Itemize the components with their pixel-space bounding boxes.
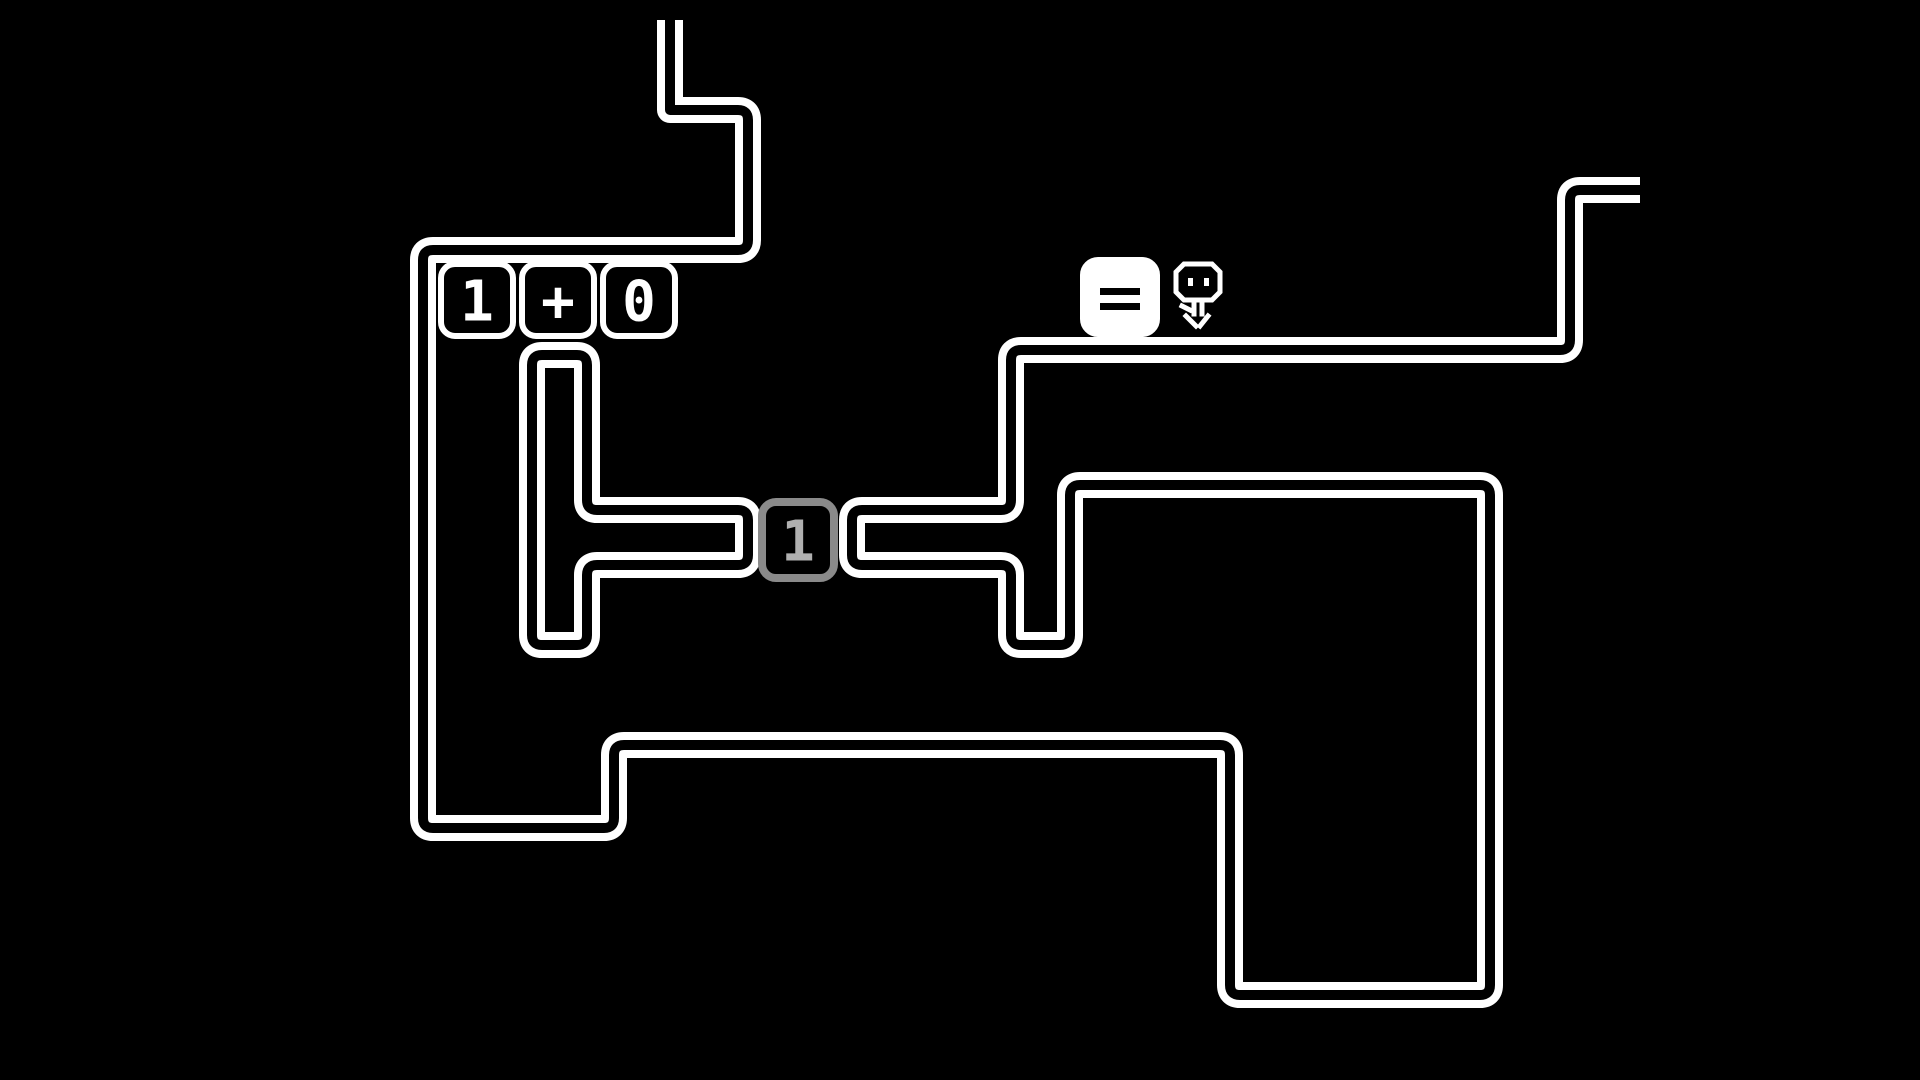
tile-frame	[438, 261, 516, 339]
equals-tile[interactable]	[1080, 257, 1160, 337]
robot-character-icon[interactable]	[1173, 261, 1223, 330]
tile-label: 1	[460, 270, 494, 335]
tile-label: 1	[781, 510, 815, 575]
tile-label: 0	[622, 270, 656, 335]
maze-walls	[410, 20, 1640, 1008]
operator-tile-plus[interactable]: +	[519, 261, 597, 339]
equals-tile-frame	[1080, 257, 1160, 337]
number-tile-center[interactable]: 1	[758, 498, 838, 582]
equals-icon	[1100, 288, 1140, 310]
number-tile-one[interactable]: 1	[438, 261, 516, 339]
equation-tiles: 1 + 0	[438, 261, 678, 339]
tile-label: +	[541, 270, 575, 335]
number-tile-zero[interactable]: 0	[600, 261, 678, 339]
wall-left-island	[519, 342, 761, 658]
tile-frame	[519, 261, 597, 339]
wall-top-entry-inner	[418, 20, 1640, 1000]
wall-left-island-inner	[527, 350, 753, 650]
tile-frame	[600, 261, 678, 339]
tile-frame	[758, 498, 838, 582]
